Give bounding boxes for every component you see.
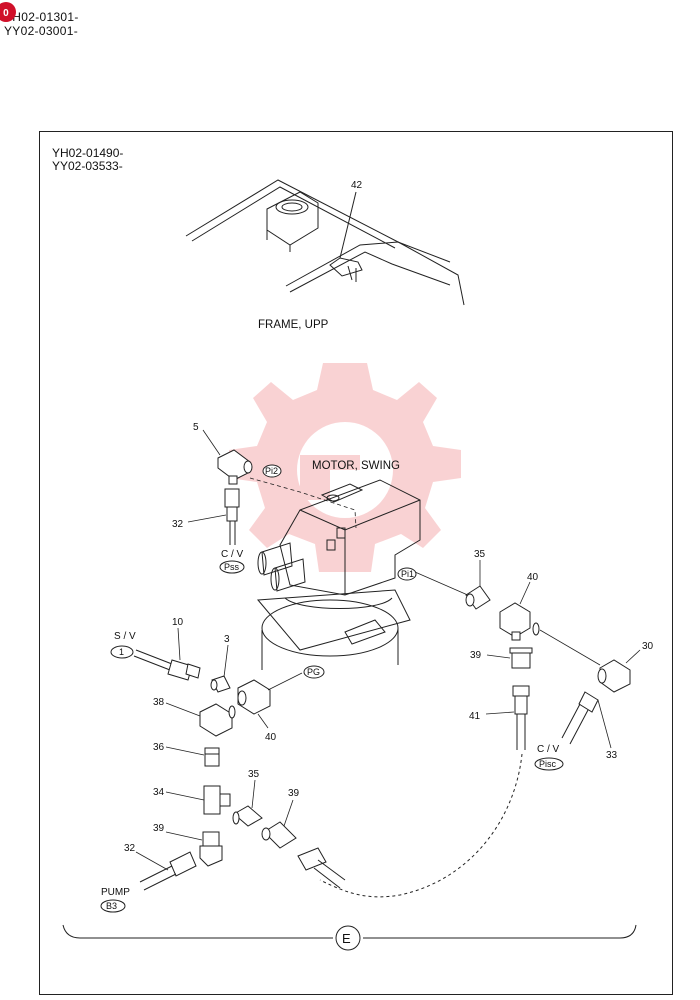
port-pss-text: Pss [224,562,240,572]
fitting-35-left [232,805,263,827]
hose-route [319,753,523,898]
hose-32-bottom [139,851,197,891]
fitting-3 [210,675,231,693]
watermark-gear-icon [229,363,461,572]
port-b3-text: B3 [106,901,117,911]
part-number-10: 10 [172,617,184,628]
port-pi2: Pi2 [262,464,282,478]
part-number-3: 3 [224,634,230,645]
fitting-34-tee [203,785,231,815]
fitting-39-right [509,647,533,669]
upper-frame-drawing [185,179,465,306]
port-pi1-text: Pi1 [401,569,414,579]
fitting-39-left [199,831,223,867]
fitting-40-right [499,602,540,641]
section-bracket [62,924,637,951]
part-number-35-right: 35 [474,549,486,560]
port-sv1-text: 1 [119,647,124,657]
part-number-32-top: 32 [172,519,184,530]
header-serial-2: YY02-03001- [4,24,79,38]
part-number-40-right: 40 [527,572,539,583]
panel-serial-1: YH02-01490- [52,146,124,160]
fitting-30-elbow [597,659,631,693]
header-serial-1: 0 YH02-01301- [0,2,79,24]
port-b3: B3 [100,899,126,913]
hose-end-bottom [297,847,346,889]
port-pisc-text: Pisc [539,759,557,769]
fitting-5-elbow [217,449,253,485]
port-sv1: 1 [110,645,134,659]
port-pg-text: PG [307,667,320,677]
label-cv-right: C / V [537,744,560,755]
part-number-33: 33 [606,750,618,761]
label-motor-swing: MOTOR, SWING [312,460,400,472]
fitting-35-right [465,585,491,610]
part-number-5: 5 [193,422,199,433]
swing-motor [256,479,421,670]
part-number-42: 42 [351,180,363,191]
part-number-36: 36 [153,742,165,753]
port-pisc: Pisc [534,757,564,771]
part-number-34: 34 [153,787,165,798]
label-sv: S / V [114,631,136,642]
part-number-39-right: 39 [470,650,482,661]
page-badge: 0 [0,2,16,22]
fitting-38-elbow [199,703,236,737]
hose-41 [512,685,530,750]
hose-10 [133,649,201,681]
part-number-40-left: 40 [265,732,277,743]
part-number-32-bottom: 32 [124,843,136,854]
port-pss: Pss [219,560,245,574]
port-pg: PG [303,665,325,679]
hidden-line [249,477,357,529]
panel-serial-2: YY02-03533- [52,159,123,173]
hose-33 [561,691,599,745]
port-pi2-text: Pi2 [265,466,278,476]
part-number-41: 41 [469,711,481,722]
fitting-36 [204,747,220,767]
part-number-35-left: 35 [248,769,260,780]
header-serial-1-text: YH02-01301- [4,10,79,24]
fitting-40-left [237,679,271,715]
label-pump: PUMP [101,887,130,898]
diagram-frame [39,131,673,995]
fitting-39-mid [261,821,297,849]
port-pi1: Pi1 [397,567,417,581]
part-number-38: 38 [153,697,165,708]
label-cv-top: C / V [221,549,244,560]
label-frame-upp: FRAME, UPP [258,319,329,331]
part-number-39-mid: 39 [288,788,300,799]
part-number-39-left: 39 [153,823,165,834]
part-number-30: 30 [642,641,654,652]
section-mark-e: E [342,931,351,946]
hose-32-top [224,488,240,545]
